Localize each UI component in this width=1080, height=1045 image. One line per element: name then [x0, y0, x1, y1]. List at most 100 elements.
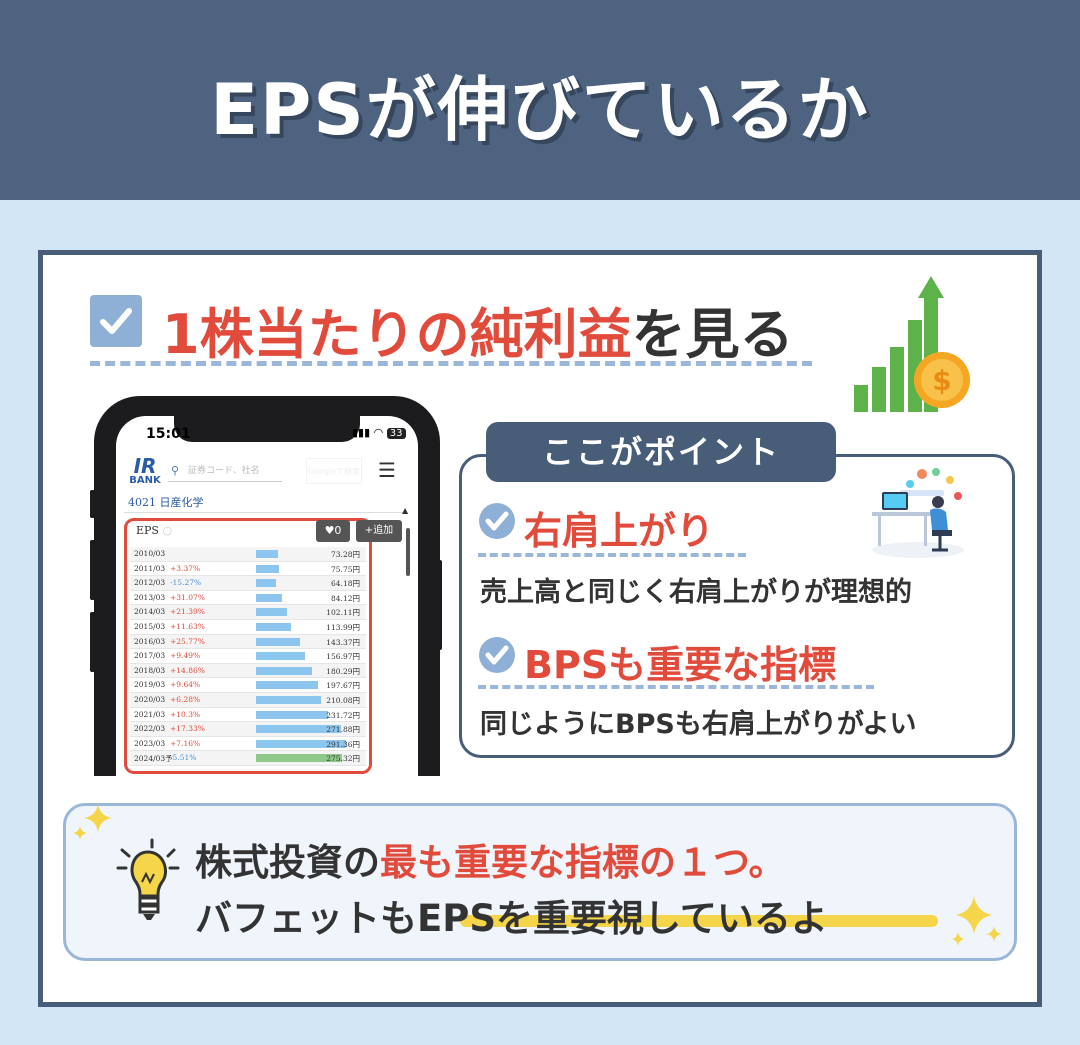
check-circle-icon: [479, 503, 515, 539]
eps-year: 2011/03: [134, 563, 166, 573]
eps-value: 143.37円: [326, 637, 360, 647]
main-heading-red: 1株当たりの純利益: [162, 303, 632, 366]
scrollbar[interactable]: [406, 528, 410, 576]
eps-year: 2012/03: [134, 578, 166, 588]
eps-value: 73.28円: [331, 550, 360, 559]
eps-bar: [256, 637, 301, 646]
google-search-button[interactable]: Googleで検索: [306, 458, 362, 484]
eps-year: 2021/03: [134, 709, 166, 719]
eps-table-row: 2016/03 +25.77% 143.37円: [130, 634, 366, 650]
tip-line-1-red: 最も重要な指標の１つ。: [380, 841, 786, 884]
eps-change: +9.49%: [170, 651, 201, 661]
signal-icon: ▮▮▮: [352, 426, 371, 439]
eps-change: +10.3%: [170, 709, 201, 719]
eps-info-icon: ○: [162, 524, 173, 537]
eps-value: 102.11円: [326, 608, 360, 618]
phone-notch: [174, 416, 360, 442]
eps-value: 210.08円: [326, 695, 360, 705]
phone-time: 15:01: [146, 426, 191, 442]
tip-line-1: 株式投資の最も重要な指標の１つ。: [195, 832, 786, 886]
eps-year: 2015/03: [134, 621, 166, 631]
eps-year: 2016/03: [134, 636, 166, 646]
favorite-button[interactable]: ♥0: [316, 520, 350, 542]
eps-label: EPS ○: [136, 524, 172, 537]
battery-icon: 33: [386, 428, 406, 439]
header-banner: EPSが伸びているか: [0, 0, 1080, 200]
growth-chart-icon: $: [854, 276, 970, 412]
company-name[interactable]: 4021 日産化学: [128, 496, 204, 509]
irbank-logo[interactable]: IR BANK: [128, 456, 162, 486]
eps-change-wrap: +17.33%: [168, 724, 205, 733]
eps-value: 180.29円: [326, 666, 360, 676]
eps-change-wrap: +9.49%: [168, 651, 200, 660]
eps-year: 2014/03: [134, 607, 166, 617]
eps-change: +17.33%: [170, 724, 205, 734]
phone-side-button: [90, 540, 96, 600]
phone-status-bar: ▮▮▮ ◠ 33: [352, 426, 406, 439]
eps-bar: [256, 579, 277, 588]
eps-value: 291.36円: [326, 739, 360, 749]
worker-computer-icon: [872, 468, 964, 558]
eps-bar: [256, 622, 291, 631]
point-tab: ここがポイント: [486, 422, 836, 482]
eps-change: +3.37%: [170, 563, 201, 573]
eps-value: 271.88円: [326, 725, 360, 735]
tip-box: [63, 803, 1017, 961]
eps-bar: [256, 710, 328, 719]
eps-table-row: 2013/03 +31.07% 84.12円: [130, 591, 366, 606]
eps-value: 64.18円: [331, 579, 360, 589]
eps-table-row: 2012/03 -15.27% 64.18円: [130, 576, 366, 591]
eps-bar: [256, 608, 288, 617]
eps-table-row: 2019/03+9.64%197.67円: [130, 678, 366, 693]
eps-year: 2017/03: [134, 651, 166, 661]
eps-change: +25.77%: [170, 636, 205, 646]
eps-change: -5.51%: [170, 753, 197, 763]
scroll-up-icon[interactable]: ▲: [402, 506, 409, 515]
eps-table-row: 2014/03+21.39% 102.11円: [130, 605, 366, 620]
eps-change-wrap: +21.39%: [168, 607, 205, 616]
eps-value: 156.97円: [326, 652, 360, 662]
eps-label-text: EPS: [136, 524, 159, 537]
eps-change: +14.86%: [170, 665, 205, 675]
eps-highlight-frame: [124, 518, 372, 774]
eps-bar: [256, 593, 282, 602]
point-divider-2: [478, 685, 874, 689]
lightbulb-icon: [116, 838, 180, 920]
eps-value: 275.32円: [326, 754, 360, 764]
eps-table-row: 2011/03+3.37%75.75円: [130, 562, 366, 577]
eps-bar: [256, 666, 313, 675]
heading-divider: [90, 361, 812, 366]
search-input[interactable]: ⚲ 証券コード、社名: [168, 460, 282, 482]
eps-year: 2022/03: [134, 724, 166, 734]
eps-table-row: 2018/03 +14.86% 180.29円: [130, 663, 366, 679]
add-button[interactable]: +追加: [356, 520, 402, 542]
eps-value: 113.99円: [326, 622, 360, 632]
eps-value: 197.67円: [326, 681, 360, 691]
eps-change-wrap: +6.28%: [168, 695, 200, 704]
point-divider-1: [478, 553, 746, 557]
eps-change-wrap: +11.63%: [168, 622, 205, 631]
check-circle-icon: [479, 637, 515, 673]
point-heading-2: BPSも重要な指標: [524, 643, 837, 687]
eps-bar: [256, 681, 318, 690]
eps-year: 2018/03: [134, 665, 166, 675]
eps-change: -15.27%: [170, 578, 202, 588]
eps-change: +21.39%: [170, 607, 205, 617]
phone-side-button: [90, 612, 96, 672]
point-heading-1: 右肩上がり: [524, 509, 715, 553]
eps-table-row: 2021/03+10.3%231.72円: [130, 708, 366, 723]
eps-bar: [256, 652, 305, 661]
main-heading: 1株当たりの純利益を見る: [162, 290, 794, 369]
eps-change: +31.07%: [170, 592, 205, 602]
phone-side-button: [90, 490, 96, 518]
eps-table-row: 2023/03+7.16%291.36円: [130, 737, 366, 752]
eps-change: +7.16%: [170, 738, 201, 748]
text-highlight: [460, 915, 938, 927]
checkbox-icon: [90, 295, 142, 347]
menu-icon[interactable]: ☰: [378, 458, 396, 482]
eps-value: 84.12円: [331, 593, 360, 603]
eps-year: 2013/03: [134, 592, 166, 602]
eps-bar: [256, 695, 322, 704]
eps-change: +6.28%: [170, 694, 201, 704]
